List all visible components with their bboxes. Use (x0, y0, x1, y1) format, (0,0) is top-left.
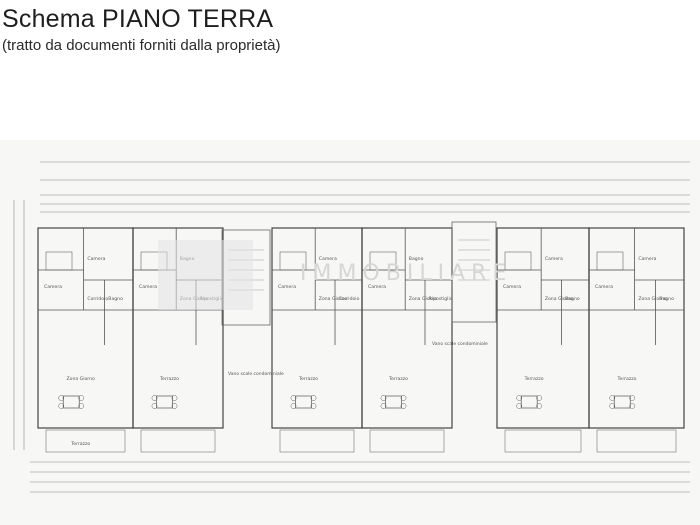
chair-icon (400, 403, 407, 409)
chair-icon (609, 395, 616, 401)
bed-icon (45, 251, 73, 271)
unit-outline (588, 227, 685, 429)
dining-table-icon (385, 395, 402, 409)
chair-icon (380, 395, 387, 401)
room-label: Zona Giorno (545, 296, 574, 302)
terrace-outline (596, 429, 677, 453)
room-label: Zona Giorno (319, 296, 348, 302)
terrace-outline (369, 429, 445, 453)
watermark-logo (158, 240, 253, 310)
page-subtitle: (tratto da documenti forniti dalla propr… (2, 37, 281, 54)
dimension-lines-left (13, 200, 25, 450)
dining-table-icon (613, 395, 631, 409)
chair-icon (78, 403, 85, 409)
room-label: Camera (87, 256, 105, 262)
room-label: Zona Giorno (638, 296, 667, 302)
room-label: Terrazzo (388, 376, 408, 382)
chair-icon (290, 403, 297, 409)
room-label: Camera (319, 256, 337, 262)
room-label: Corridoio (339, 296, 360, 302)
room-label: Camera (368, 284, 386, 290)
unit-outline (37, 227, 134, 429)
dining-table-icon (62, 395, 80, 409)
chair-icon (151, 403, 158, 409)
room-label: Bagno (565, 296, 580, 302)
terrace-outline (45, 429, 126, 453)
room-label: Camera (278, 284, 296, 290)
bed-icon (279, 251, 307, 271)
room-label: Terrazzo (617, 376, 637, 382)
room-label: Terrazzo (70, 441, 90, 447)
bed-icon (369, 251, 397, 271)
unit-outline (361, 227, 453, 429)
watermark: IMMOBILIARE (300, 261, 512, 286)
terrace-outline (279, 429, 355, 453)
page-title: Schema PIANO TERRA (2, 5, 274, 33)
chair-icon (516, 403, 523, 409)
room-label: Corridoio (87, 296, 108, 302)
bed-icon (596, 251, 624, 271)
room-label: Camera (139, 284, 157, 290)
room-label: Zona Giorno (67, 376, 96, 382)
bed-icon (504, 251, 532, 271)
chair-icon (290, 395, 297, 401)
room-label: Camera (595, 284, 613, 290)
chair-icon (629, 395, 636, 401)
chair-icon (310, 395, 317, 401)
chair-icon (516, 395, 523, 401)
terrace-outline (140, 429, 216, 453)
terrace-outline (504, 429, 582, 453)
room-label: Terrazzo (159, 376, 179, 382)
room-label: Camera (44, 284, 62, 290)
unit-outline (271, 227, 363, 429)
chair-icon (151, 395, 158, 401)
chair-icon (171, 395, 178, 401)
chair-icon (400, 395, 407, 401)
chair-icon (629, 403, 636, 409)
chair-icon (380, 403, 387, 409)
unit-outline (132, 227, 224, 429)
chair-icon (58, 395, 65, 401)
room-label: Terrazzo (298, 376, 318, 382)
stair-label-right: Vano scale condominiale (432, 341, 488, 347)
room-label: Bagno (108, 296, 123, 302)
chair-icon (536, 403, 543, 409)
room-label: Zona Giorno (409, 296, 438, 302)
chair-icon (536, 395, 543, 401)
dining-table-icon (156, 395, 173, 409)
room-label: Camera (545, 256, 563, 262)
chair-icon (609, 403, 616, 409)
chair-icon (78, 395, 85, 401)
unit-outline (496, 227, 590, 429)
room-label: Bagno (659, 296, 674, 302)
room-label: Ripostiglio (429, 296, 453, 302)
room-label: Camera (503, 284, 521, 290)
dimension-lines-top (40, 161, 690, 213)
room-label: Bagno (409, 256, 424, 262)
room-label: Camera (638, 256, 656, 262)
stair-label-left: Vano scale condominiale (228, 371, 284, 377)
room-label: Terrazzo (524, 376, 544, 382)
dining-table-icon (520, 395, 538, 409)
chair-icon (310, 403, 317, 409)
dimension-lines-bottom (30, 461, 690, 493)
dining-table-icon (295, 395, 312, 409)
chair-icon (171, 403, 178, 409)
chair-icon (58, 403, 65, 409)
